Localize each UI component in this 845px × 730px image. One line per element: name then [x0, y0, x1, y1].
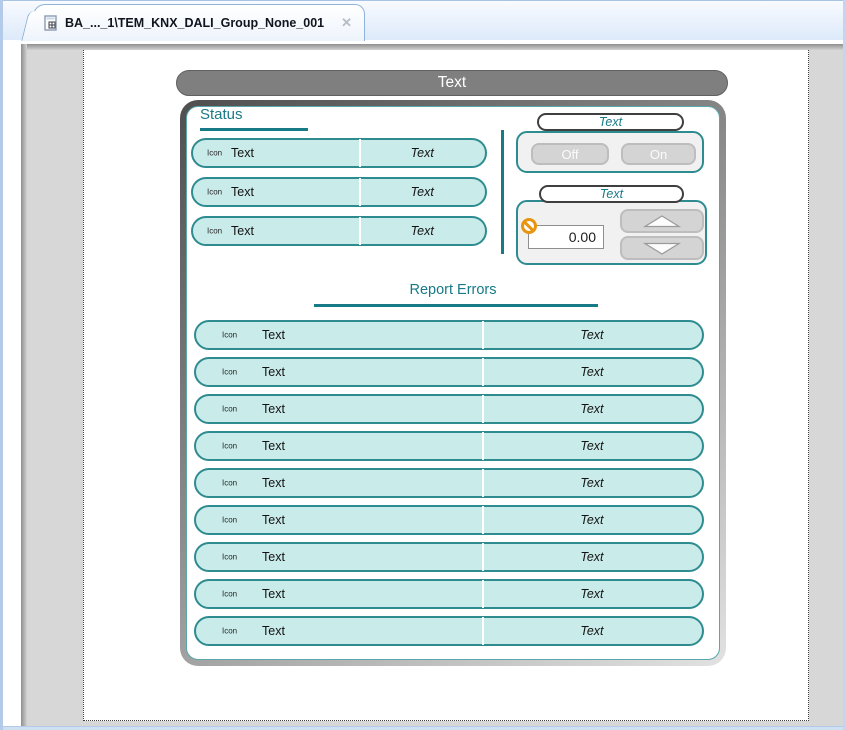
- row-value: Text: [580, 476, 604, 490]
- graphic-document-icon: [44, 15, 58, 31]
- row-icon-placeholder: Icon: [222, 441, 238, 451]
- row-divider: [481, 580, 484, 608]
- errors-heading-underline: [314, 304, 598, 307]
- design-page: Text Status Icon Text Text: [83, 50, 809, 721]
- spin-down-button[interactable]: [620, 236, 704, 260]
- row-label: Text: [262, 550, 285, 564]
- vertical-separator: [501, 130, 504, 254]
- analog-group-caption: Text: [539, 185, 684, 203]
- row-divider: [481, 432, 484, 460]
- row-icon-placeholder: Icon: [207, 226, 223, 236]
- status-row[interactable]: Icon Text Text: [191, 177, 487, 207]
- row-divider: [481, 358, 484, 386]
- close-tab-icon[interactable]: ✕: [341, 15, 353, 30]
- row-value: Text: [410, 146, 434, 160]
- row-value: Text: [580, 624, 604, 638]
- row-divider: [481, 469, 484, 497]
- row-label: Text: [231, 224, 254, 238]
- row-label: Text: [262, 513, 285, 527]
- row-label: Text: [262, 439, 285, 453]
- tab-bar: BA_..._1\TEM_KNX_DALI_Group_None_001 ✕: [3, 0, 843, 41]
- row-value: Text: [580, 513, 604, 527]
- faceplate-title: Text: [437, 74, 467, 91]
- row-label: Text: [262, 328, 285, 342]
- error-row[interactable]: Icon Text Text: [194, 431, 704, 461]
- tab-title: BA_..._1\TEM_KNX_DALI_Group_None_001: [65, 16, 325, 30]
- status-rows: Icon Text Text Icon Text Text: [191, 138, 487, 255]
- row-icon-placeholder: Icon: [222, 478, 238, 488]
- error-row[interactable]: Icon Text Text: [194, 542, 704, 572]
- analog-value-input[interactable]: [528, 225, 604, 249]
- row-value: Text: [580, 587, 604, 601]
- errors-section-heading: Report Errors: [409, 282, 497, 298]
- spin-up-button[interactable]: [620, 209, 704, 233]
- window-bottom-border: [3, 726, 843, 730]
- spin-down-icon: [643, 242, 681, 255]
- row-label: Text: [231, 146, 254, 160]
- faceplate-panel: Status Icon Text Text Icon Text: [180, 100, 726, 666]
- row-icon-placeholder: Icon: [207, 187, 223, 197]
- row-icon-placeholder: Icon: [222, 330, 238, 340]
- off-button[interactable]: Off: [531, 143, 609, 165]
- row-icon-placeholder: Icon: [222, 589, 238, 599]
- document-tab[interactable]: BA_..._1\TEM_KNX_DALI_Group_None_001 ✕: [33, 4, 366, 41]
- row-divider: [359, 139, 362, 167]
- row-value: Text: [580, 365, 604, 379]
- error-row[interactable]: Icon Text Text: [194, 505, 704, 535]
- no-entry-icon: [521, 218, 537, 234]
- faceplate-title-bar: Text: [176, 70, 728, 96]
- row-divider: [359, 178, 362, 206]
- status-row[interactable]: Icon Text Text: [191, 138, 487, 168]
- analog-group-box: [516, 200, 707, 265]
- error-row[interactable]: Icon Text Text: [194, 357, 704, 387]
- switch-group-box: Off On: [516, 131, 704, 173]
- row-divider: [481, 321, 484, 349]
- row-divider: [481, 543, 484, 571]
- on-button[interactable]: On: [621, 143, 696, 165]
- row-value: Text: [410, 185, 434, 199]
- row-value: Text: [580, 550, 604, 564]
- row-divider: [481, 617, 484, 645]
- row-icon-placeholder: Icon: [222, 515, 238, 525]
- row-label: Text: [262, 402, 285, 416]
- row-label: Text: [262, 365, 285, 379]
- error-row[interactable]: Icon Text Text: [194, 320, 704, 350]
- switch-group-caption: Text: [537, 113, 684, 131]
- error-row[interactable]: Icon Text Text: [194, 468, 704, 498]
- canvas-frame-top: [21, 44, 843, 50]
- row-label: Text: [262, 624, 285, 638]
- spin-up-icon: [643, 214, 681, 227]
- row-icon-placeholder: Icon: [222, 552, 238, 562]
- row-divider: [359, 217, 362, 245]
- error-row[interactable]: Icon Text Text: [194, 616, 704, 646]
- row-value: Text: [580, 328, 604, 342]
- status-row[interactable]: Icon Text Text: [191, 216, 487, 246]
- row-icon-placeholder: Icon: [222, 404, 238, 414]
- canvas-frame-left: [21, 44, 27, 726]
- row-divider: [481, 506, 484, 534]
- row-value: Text: [410, 224, 434, 238]
- row-label: Text: [262, 476, 285, 490]
- row-icon-placeholder: Icon: [222, 626, 238, 636]
- status-section-heading: Status: [200, 106, 243, 123]
- row-icon-placeholder: Icon: [207, 148, 223, 158]
- row-divider: [481, 395, 484, 423]
- row-value: Text: [580, 439, 604, 453]
- error-row[interactable]: Icon Text Text: [194, 394, 704, 424]
- row-value: Text: [580, 402, 604, 416]
- row-label: Text: [231, 185, 254, 199]
- status-heading-underline: [200, 128, 308, 131]
- error-row[interactable]: Icon Text Text: [194, 579, 704, 609]
- error-rows: Icon Text Text Icon Text Text: [194, 320, 704, 653]
- row-icon-placeholder: Icon: [222, 367, 238, 377]
- row-label: Text: [262, 587, 285, 601]
- canvas-pasteboard: Text Status Icon Text Text: [27, 50, 843, 726]
